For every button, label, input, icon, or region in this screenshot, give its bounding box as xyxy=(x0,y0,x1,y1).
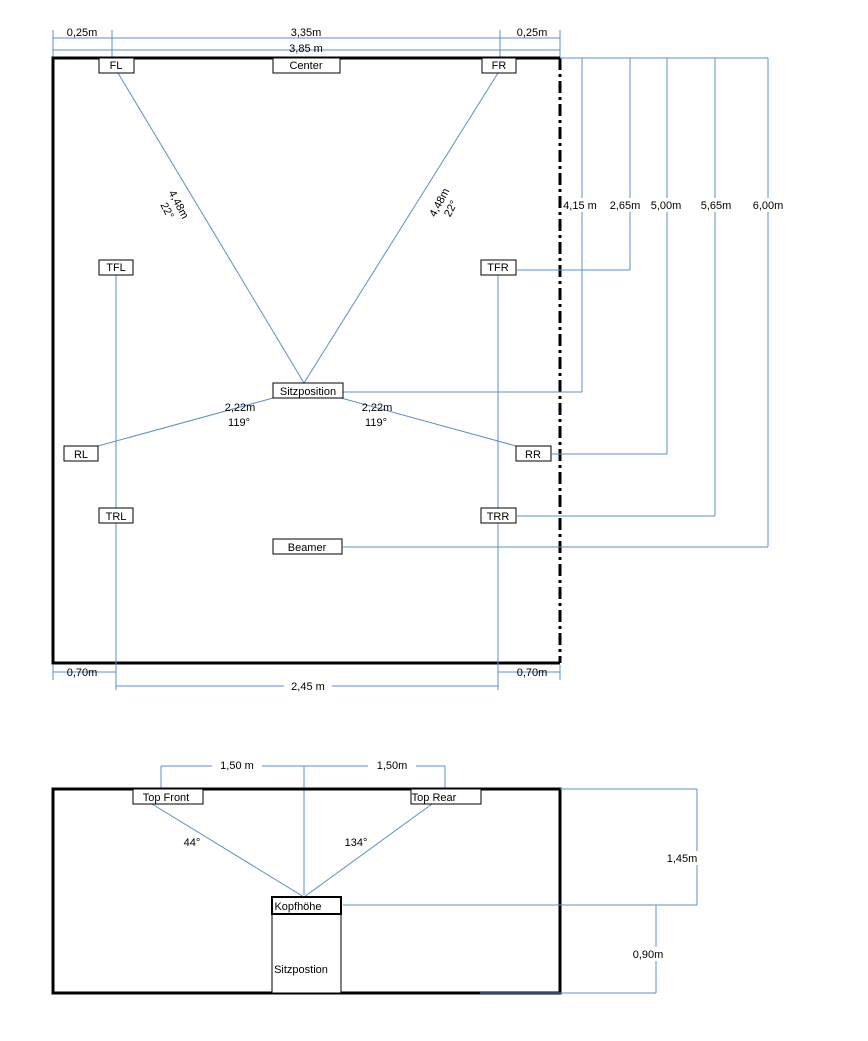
seat-position-label: Sitzposition xyxy=(280,386,336,398)
speaker-tfl-label: TFL xyxy=(106,262,126,274)
side-width-dimensions: 1,50 m 1,50m xyxy=(160,758,446,895)
label-height-top: 1,45m xyxy=(667,853,698,865)
room-outline xyxy=(51,56,562,665)
speaker-rl: RL xyxy=(63,445,99,462)
front-distance-labels: 4,48m 22° 4,48m 22° xyxy=(157,186,460,221)
label-inner-width: 3,35m xyxy=(291,27,322,39)
label-rear-angle-right: 119° xyxy=(365,417,387,429)
head-height-box: Kopfhöhe xyxy=(271,896,342,915)
label-depth-tfr: 2,65m xyxy=(610,200,641,212)
label-depth-sitzposition: 4,15 m xyxy=(563,200,597,212)
speaker-tfl: TFL xyxy=(98,259,134,276)
seat-position: Sitzposition xyxy=(272,382,344,399)
depth-labels: 4,15 m 2,65m 5,00m 5,65m 6,00m xyxy=(562,198,786,212)
label-angle-rear: 134° xyxy=(345,837,368,849)
speaker-fr: FR xyxy=(481,57,517,74)
label-bottom-span: 2,45 m xyxy=(291,681,325,693)
bottom-dimension-labels: 0,70m 2,45 m 0,70m xyxy=(67,667,548,693)
rear-distance-labels: 2,22m 119° 2,22m 119° xyxy=(225,402,393,429)
label-left-offset: 0,25m xyxy=(67,27,98,39)
seat-column-label: Sitzpostion xyxy=(274,964,328,976)
front-speaker-lines xyxy=(117,72,499,384)
rear-speaker-lines xyxy=(97,397,517,447)
speaker-rr-label: RR xyxy=(525,449,541,461)
side-view: 1,50 m 1,50m 1,45m 0,90m 44° 134° xyxy=(51,758,704,995)
speaker-trl-label: TRL xyxy=(106,511,127,523)
speaker-rr: RR xyxy=(515,445,552,462)
depth-dimension-lines xyxy=(343,57,769,548)
head-to-top-lines xyxy=(151,803,433,898)
top-rear-speaker: Top Rear xyxy=(410,788,482,805)
projector: Beamer xyxy=(272,538,343,555)
label-right-offset: 0,25m xyxy=(517,27,548,39)
speaker-fr-label: FR xyxy=(492,60,507,72)
top-rear-label: Top Rear xyxy=(412,792,457,804)
top-view: 0,25m 3,35m 0,25m 3,85 m xyxy=(51,27,786,693)
seat-column: Sitzpostion xyxy=(271,913,342,994)
top-speaker-lines xyxy=(52,275,561,690)
label-depth-beamer: 6,00m xyxy=(753,200,784,212)
label-bottom-left-offset: 0,70m xyxy=(67,667,98,679)
label-rear-angle-left: 119° xyxy=(228,417,250,429)
speaker-fl: FL xyxy=(98,57,135,74)
speaker-fl-label: FL xyxy=(110,60,123,72)
label-total-width: 3,85 m xyxy=(289,43,323,55)
height-dimensions: 1,45m 0,90m xyxy=(343,788,704,994)
speaker-tfr-label: TFR xyxy=(487,262,508,274)
speaker-trr: TRR xyxy=(480,507,517,524)
speaker-trr-label: TRR xyxy=(487,511,510,523)
label-angle-front: 44° xyxy=(184,837,201,849)
speaker-center-label: Center xyxy=(289,60,322,72)
label-side-rear-dist: 1,50m xyxy=(377,760,408,772)
label-depth-rr: 5,00m xyxy=(651,200,682,212)
label-rear-dist-left: 2,22m xyxy=(225,402,256,414)
label-height-head: 0,90m xyxy=(633,949,664,961)
label-depth-trr: 5,65m xyxy=(701,200,732,212)
speaker-rl-label: RL xyxy=(74,449,88,461)
label-bottom-right-offset: 0,70m xyxy=(517,667,548,679)
speaker-center: Center xyxy=(272,57,341,74)
top-front-label: Top Front xyxy=(143,792,189,804)
projector-label: Beamer xyxy=(288,542,327,554)
width-dimensions: 0,25m 3,35m 0,25m 3,85 m xyxy=(52,27,561,58)
top-front-speaker: Top Front xyxy=(132,788,204,805)
label-side-front-dist: 1,50 m xyxy=(220,760,254,772)
speaker-trl: TRL xyxy=(98,507,134,524)
label-rear-dist-right: 2,22m xyxy=(362,402,393,414)
head-height-label: Kopfhöhe xyxy=(274,901,321,913)
speaker-tfr: TFR xyxy=(480,259,517,276)
